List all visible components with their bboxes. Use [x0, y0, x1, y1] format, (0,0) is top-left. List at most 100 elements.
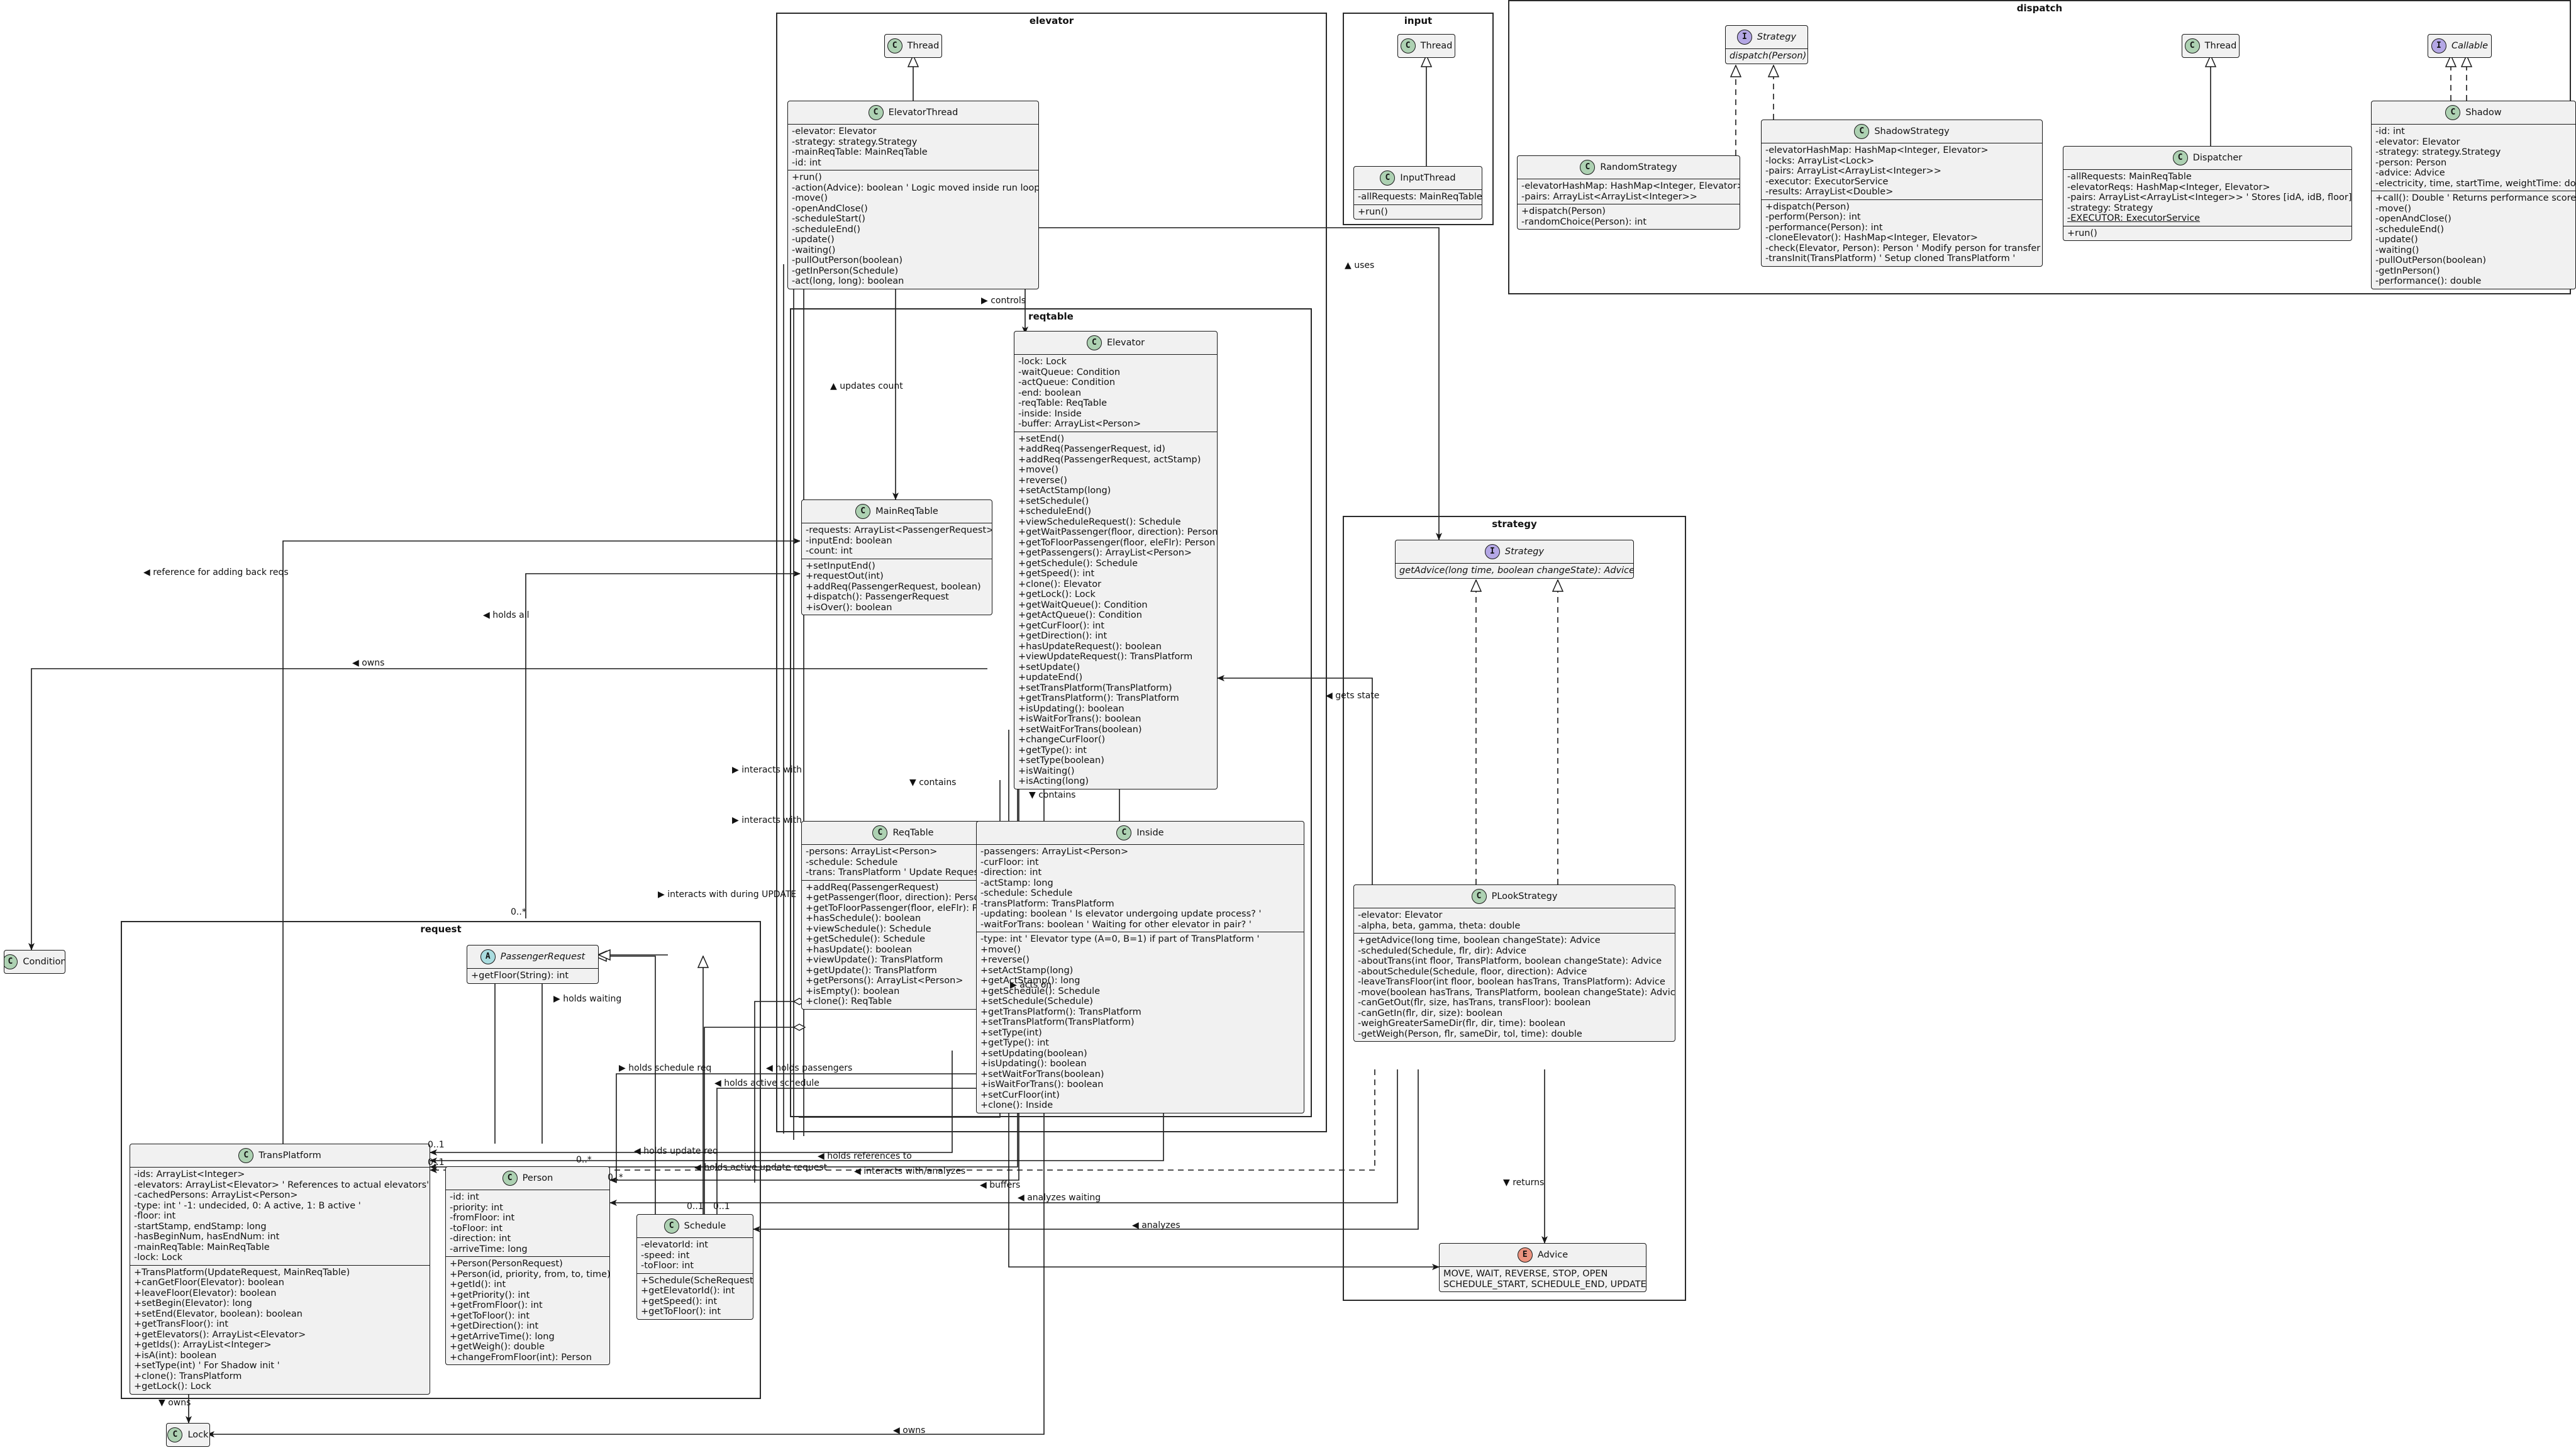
- class-mainreqtable[interactable]: C MainReqTable -requests: ArrayList<Passen…: [801, 499, 992, 615]
- class-method: +getSchedule(): Schedule: [1018, 558, 1138, 569]
- class-method: -check(Elevator, Person): Person ' Modif…: [1765, 243, 2043, 254]
- methods-section: +dispatch(Person)-randomChoice(Person): …: [1518, 204, 1740, 229]
- edge-elevator-owns-condition: [28, 668, 987, 951]
- class-method: +Schedule(ScheRequest): [641, 1275, 753, 1286]
- class-method: +viewUpdateRequest(): TransPlatform: [1018, 652, 1193, 662]
- class-name: ReqTable: [892, 827, 934, 838]
- edge-label-analyzes-waiting: ◀ analyzes waiting: [1018, 1193, 1101, 1203]
- fields-section: -id: int-elevator: Elevator-strategy: st…: [2372, 125, 2575, 191]
- class-method: +clone(): Elevator: [1018, 579, 1102, 589]
- class-method: +getSchedule(): Schedule: [980, 986, 1101, 996]
- class-method: +run(): [1358, 206, 1388, 217]
- class-field: -allRequests: MainReqTable: [2067, 172, 2192, 182]
- class-method: +addReq(PassengerRequest, actStamp): [1018, 454, 1201, 465]
- class-field: -pairs: ArrayList<ArrayList<Integer>>: [1765, 166, 1941, 176]
- class-field: -floor: int: [134, 1211, 176, 1221]
- class-method: +setUpdate(): [1018, 662, 1080, 672]
- class-field: -elevator: Elevator: [1358, 910, 1443, 920]
- class-method: +setUpdating(boolean): [980, 1048, 1087, 1059]
- class-field: -electricity, time, startTime, weightTim…: [2375, 178, 2576, 189]
- package-title: input: [1404, 15, 1433, 26]
- class-field: -allRequests: MainReqTable: [1358, 192, 1482, 202]
- edge-plook-analyzeswaiting: [609, 1069, 1398, 1206]
- class-field: -id: int: [2375, 126, 2405, 137]
- class-header: C MainReqTable: [802, 500, 992, 523]
- class-field: -hasBeginNum, hasEndNum: int: [134, 1232, 280, 1242]
- class-method: +getCurFloor(): int: [1018, 620, 1105, 631]
- class-method: -aboutTrans(int floor, TransPlatform, bo…: [1358, 956, 1662, 966]
- class-field: -elevator: Elevator: [792, 126, 877, 137]
- class-method: +viewUpdate(): TransPlatform: [806, 955, 943, 965]
- class-method: +setWaitForTrans(boolean): [1018, 724, 1142, 735]
- class-field: MOVE, WAIT, REVERSE, STOP, OPEN: [1443, 1269, 1608, 1279]
- class-field: -buffer: ArrayList<Person>: [1018, 419, 1141, 429]
- class-method: +getWeigh(): double: [450, 1342, 545, 1352]
- class-name: MainReqTable: [875, 506, 938, 516]
- edge-inside-holdsreferences: [430, 1107, 1164, 1164]
- class-field: -elevatorHashMap: HashMap<Integer, Eleva…: [1521, 181, 1740, 191]
- class-badge-icon: C: [1116, 825, 1132, 840]
- class-name: Thread: [2204, 40, 2237, 51]
- class-method: +Person(PersonRequest): [450, 1259, 563, 1269]
- class-method: +addReq(PassengerRequest, id): [1018, 444, 1165, 454]
- class-field: -inputEnd: boolean: [806, 535, 892, 546]
- class-badge-icon: C: [1380, 170, 1396, 186]
- package-request: request: [121, 921, 761, 1399]
- edge-label-controls: ▶ controls: [981, 296, 1026, 306]
- methods-section: getAdvice(long time, boolean changeState…: [1396, 564, 1633, 578]
- class-name: Dispatcher: [2192, 152, 2243, 163]
- package-reqtable: reqtable: [790, 308, 1312, 1117]
- class-method: +reverse(): [1018, 475, 1067, 486]
- class-badge-icon: C: [887, 38, 902, 53]
- class-method: +clone(): ReqTable: [806, 996, 892, 1007]
- class-name: ShadowStrategy: [1874, 126, 1950, 137]
- edge-label-holds-references: ◀ holds references to: [818, 1151, 912, 1161]
- class-field: -actQueue: Condition: [1018, 377, 1116, 388]
- class-name: Callable: [2451, 40, 2489, 51]
- class-method: +getActStamp(): long: [980, 976, 1080, 986]
- class-method: +getToFloorPassenger(floor, eleFlr): Per…: [806, 903, 1003, 913]
- class-method: +setWaitForTrans(boolean): [980, 1069, 1104, 1079]
- edge-label-owns-condition: ◀ owns: [352, 658, 385, 668]
- abstract-badge-icon: A: [480, 949, 496, 964]
- class-field: -results: ArrayList<Double>: [1765, 187, 1894, 197]
- edge-label-reference-back: ◀ reference for adding back reqs: [143, 567, 289, 577]
- class-method: -scheduled(Schedule, flr, dir): Advice: [1358, 945, 1526, 956]
- class-method: -openAndClose(): [792, 203, 868, 214]
- class-method: -cloneElevator(): HashMap<Integer, Eleva…: [1765, 233, 1979, 243]
- class-badge-icon: C: [855, 504, 871, 519]
- class-method: +move(): [1018, 465, 1058, 475]
- package-title: request: [420, 923, 462, 935]
- class-method: -waiting(): [792, 245, 836, 255]
- class-field: -requests: ArrayList<PassengerRequest>: [806, 525, 992, 535]
- class-field: -ids: ArrayList<Integer>: [134, 1169, 245, 1180]
